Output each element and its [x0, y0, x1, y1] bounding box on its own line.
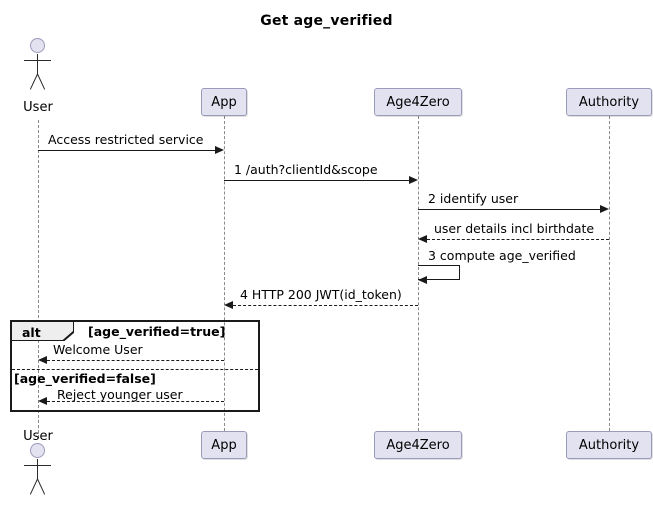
participant-label-authority-top: Authority — [578, 94, 640, 110]
message-label-reject-younger-user: Reject younger user — [57, 387, 183, 402]
message-line-user-details — [427, 239, 609, 240]
message-selfloop-compute-age-verified — [418, 265, 460, 280]
actor-head-icon-bottom — [30, 443, 45, 458]
message-label-user-details: user details incl birthdate — [434, 221, 595, 236]
participant-box-authority-bottom[interactable]: Authority — [566, 431, 652, 459]
message-label-auth-request: 1 /auth?clientId&scope — [234, 162, 378, 177]
message-arrowhead-http-200-jwt — [224, 301, 233, 309]
actor-leg-right-icon — [37, 73, 46, 90]
alt-fragment-operator-label: alt — [22, 325, 41, 340]
message-arrowhead-auth-request — [409, 176, 418, 184]
message-label-welcome-user: Welcome User — [53, 342, 143, 357]
participant-label-app-top: App — [211, 94, 237, 110]
actor-user-bottom[interactable] — [19, 443, 59, 495]
participant-box-authority-top[interactable]: Authority — [566, 88, 652, 116]
actor-user-top[interactable] — [19, 38, 59, 90]
message-label-access-restricted-service: Access restricted service — [48, 132, 204, 147]
actor-body-icon — [37, 54, 38, 75]
message-arrowhead-compute-age-verified — [418, 276, 427, 284]
alt-fragment-guard-false: [age_verified=false] — [14, 371, 156, 386]
participant-box-age4zero-bottom[interactable]: Age4Zero — [374, 431, 462, 459]
actor-arms-icon — [24, 60, 51, 61]
actor-leg-left-icon-bottom — [29, 478, 38, 495]
message-arrowhead-welcome-user — [38, 356, 47, 364]
participant-label-age4zero-top: Age4Zero — [386, 94, 450, 110]
message-label-http-200-jwt: 4 HTTP 200 JWT(id_token) — [240, 287, 402, 302]
participant-box-app-bottom[interactable]: App — [201, 431, 247, 459]
message-arrowhead-user-details — [418, 235, 427, 243]
participant-label-age4zero-bottom: Age4Zero — [386, 437, 450, 453]
message-arrowhead-access-restricted-service — [215, 146, 224, 154]
message-arrowhead-reject-younger-user — [38, 397, 47, 405]
message-line-access-restricted-service — [38, 150, 216, 151]
message-line-identify-user — [418, 209, 601, 210]
lifeline-age4zero — [418, 116, 419, 431]
message-label-compute-age-verified: 3 compute age_verified — [428, 248, 576, 263]
participant-label-user-top: User — [23, 100, 53, 115]
participant-label-authority-bottom: Authority — [578, 437, 640, 453]
lifeline-app — [224, 116, 225, 431]
alt-fragment-branch-divider — [12, 369, 258, 370]
participant-box-app-top[interactable]: App — [201, 88, 247, 116]
actor-head-icon — [30, 38, 45, 53]
participant-label-user-bottom: User — [23, 429, 53, 444]
message-arrowhead-identify-user — [600, 205, 609, 213]
message-line-reject-younger-user — [47, 401, 224, 402]
actor-body-icon-bottom — [37, 459, 38, 480]
lifeline-user — [38, 120, 39, 438]
message-line-http-200-jwt — [233, 305, 418, 306]
actor-leg-right-icon-bottom — [37, 478, 46, 495]
message-line-welcome-user — [47, 360, 224, 361]
alt-fragment-box — [10, 320, 260, 412]
actor-leg-left-icon — [29, 73, 38, 90]
lifeline-authority — [609, 116, 610, 431]
message-label-identify-user: 2 identify user — [428, 191, 519, 206]
alt-fragment-guard-true: [age_verified=true] — [88, 324, 226, 339]
page-title: Get age_verified — [260, 13, 393, 29]
participant-label-app-bottom: App — [211, 437, 237, 453]
message-line-auth-request — [224, 180, 410, 181]
actor-arms-icon-bottom — [24, 465, 51, 466]
participant-box-age4zero-top[interactable]: Age4Zero — [374, 88, 462, 116]
